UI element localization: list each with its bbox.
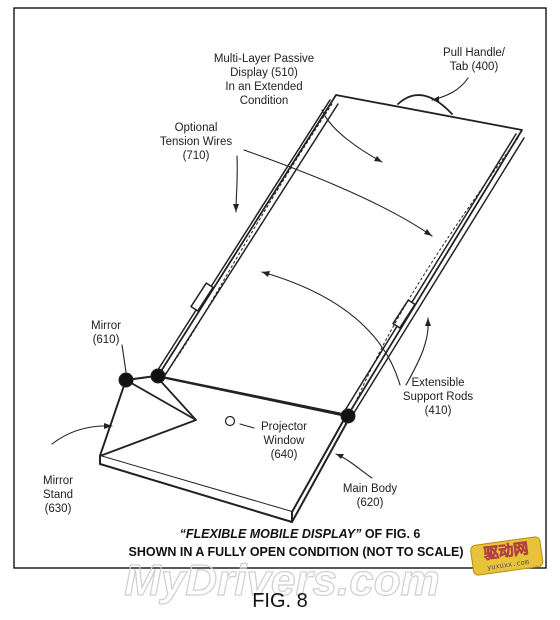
main-body-front-face: [99, 455, 293, 523]
label-line: Multi-Layer Passive: [214, 53, 314, 65]
label-line: (640): [271, 449, 298, 461]
label-line: Main Body: [343, 483, 398, 495]
label-line: Condition: [240, 95, 289, 107]
label-line: Extensible: [411, 377, 464, 389]
pull-handle-tab: [397, 94, 453, 115]
label-line: Display (510): [230, 67, 298, 79]
label-line: (610): [93, 334, 120, 346]
device-drawing: [51, 77, 525, 523]
leader-lines: [51, 77, 469, 479]
label-line: Mirror: [43, 475, 73, 487]
tension-wire-right: [349, 137, 519, 415]
figure-border: [13, 7, 547, 569]
mirror-stand: [99, 379, 197, 457]
watermark-text: MyDrivers.com: [124, 556, 439, 605]
arrow-heads: [104, 96, 439, 459]
label-line: (410): [425, 405, 452, 417]
caption-title: “FLEXIBLE MOBILE DISPLAY”: [180, 527, 362, 541]
label-multi-layer-display: Multi-Layer Passive Display (510) In an …: [214, 53, 314, 107]
label-line: Mirror: [91, 320, 121, 332]
tension-wire-left: [161, 103, 333, 379]
caption-line-2: SHOWN IN A FULLY OPEN CONDITION (NOT TO …: [129, 545, 464, 559]
label-line: (630): [45, 503, 72, 515]
label-mirror-stand: Mirror Stand (630): [43, 475, 73, 515]
label-line: Support Rods: [403, 391, 474, 403]
label-line: Stand: [43, 489, 73, 501]
label-line: (710): [183, 150, 210, 162]
label-projector-window: Projector Window (640): [261, 421, 307, 461]
figure-number: FIG. 8: [252, 590, 308, 612]
label-tension-wires: Optional Tension Wires (710): [160, 122, 232, 162]
watermark: MyDrivers.com 驱动网 yuxuxx.com: [124, 536, 544, 606]
watermark-badge: 驱动网 yuxuxx.com: [470, 536, 544, 576]
label-mirror: Mirror (610): [91, 320, 121, 346]
hinge-dot-left: [150, 368, 166, 384]
label-line: Projector: [261, 421, 307, 433]
label-line: Tab (400): [450, 61, 499, 73]
figure-caption: “FLEXIBLE MOBILE DISPLAY” OF FIG. 6 SHOW…: [129, 527, 464, 559]
caption-line-1: “FLEXIBLE MOBILE DISPLAY” OF FIG. 6: [180, 527, 421, 541]
label-pull-handle: Pull Handle/ Tab (400): [443, 47, 506, 73]
label-line: Window: [264, 435, 306, 447]
label-line: In an Extended: [225, 81, 302, 93]
label-line: Optional: [175, 122, 218, 134]
label-main-body: Main Body (620): [343, 483, 398, 509]
support-rod-left: [153, 99, 339, 381]
label-support-rods: Extensible Support Rods (410): [403, 377, 474, 417]
label-line: Pull Handle/: [443, 47, 506, 59]
mirror-dot: [118, 372, 134, 388]
hinge-dot-right: [340, 408, 356, 424]
projector-window: [224, 415, 236, 427]
label-line: Tension Wires: [160, 136, 232, 148]
label-line: (620): [357, 497, 384, 509]
caption-fig-ref: OF FIG. 6: [361, 527, 420, 541]
